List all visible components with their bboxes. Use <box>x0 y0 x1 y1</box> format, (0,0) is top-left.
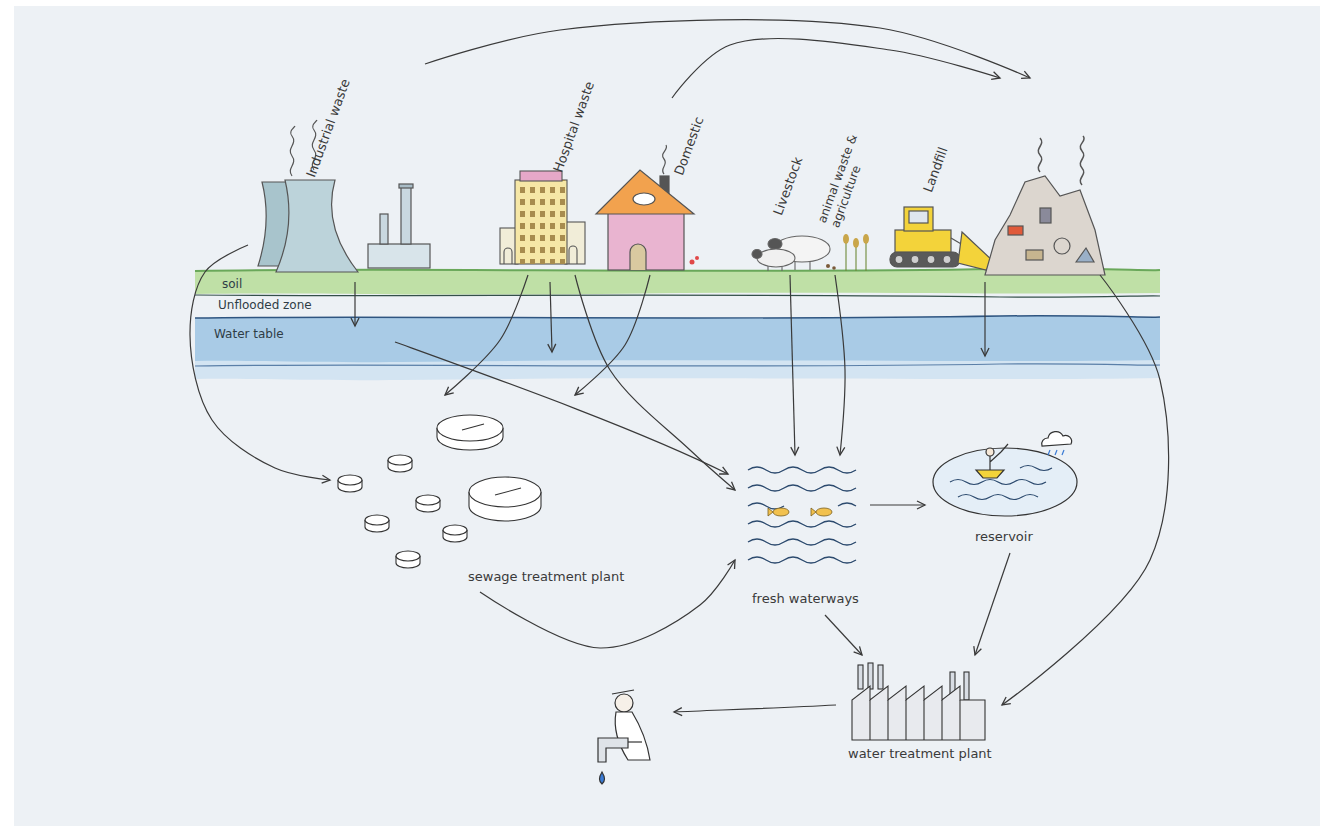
industrial-illustration <box>258 120 430 272</box>
house: Domestic <box>604 98 716 275</box>
flow-arrow <box>790 275 795 455</box>
ground-layers <box>195 269 1160 380</box>
flow-arrow <box>425 20 1030 78</box>
landfill: Landfill <box>882 78 1108 275</box>
flow-arrow <box>1002 275 1169 705</box>
fresh-waterways: fresh waterways <box>735 455 870 615</box>
water-treatment-plant: water treatment plant <box>840 655 1002 767</box>
flow-arrow <box>445 275 528 395</box>
water-treatment-building <box>852 663 985 740</box>
node-label: sewage treatment plant <box>468 569 624 585</box>
livestock-field: Livestockanimal waste & agriculture <box>745 108 882 275</box>
flow-arrows <box>355 282 985 712</box>
layer-label: Water table <box>214 327 284 341</box>
node-label: Landfill <box>920 145 951 195</box>
livestock-illustration <box>752 234 869 271</box>
node-label: Hospital waste <box>550 79 597 174</box>
hospital-illustration <box>500 171 585 264</box>
panel <box>14 6 1320 826</box>
industrial-site: Industrial waste <box>248 64 442 274</box>
bulldozer-illustration <box>890 207 994 270</box>
sewage-treatment-plant: sewage treatment plant <box>330 395 650 592</box>
node-label: reservoir <box>975 529 1033 545</box>
flow-arrow <box>575 275 650 395</box>
flow-arrow <box>835 275 845 455</box>
flow-arrow <box>975 553 1010 655</box>
reservoir: reservoir <box>925 425 1090 553</box>
reservoir-illustration <box>933 432 1077 516</box>
landfill-heap <box>985 136 1105 275</box>
layer-label: soil <box>222 277 242 291</box>
flow-arrow <box>575 275 735 490</box>
flow-arrow <box>672 39 1000 98</box>
layer-label: Unflooded zone <box>218 298 312 312</box>
node-label: fresh waterways <box>752 591 859 607</box>
waterway-waves <box>748 467 856 563</box>
tap-figure <box>598 690 650 784</box>
sewage-tanks <box>338 415 541 568</box>
node-label: Industrial waste <box>303 77 353 180</box>
flow-arrow <box>870 504 925 505</box>
node-label: Livestock <box>770 155 806 218</box>
node-label: animal waste & agriculture <box>815 118 879 229</box>
node-label: Domestic <box>671 115 707 178</box>
hospital: Hospital waste <box>495 70 603 275</box>
node-label: water treatment plant <box>848 746 992 762</box>
flow-arrow <box>825 615 862 655</box>
flow-arrow <box>190 245 330 480</box>
